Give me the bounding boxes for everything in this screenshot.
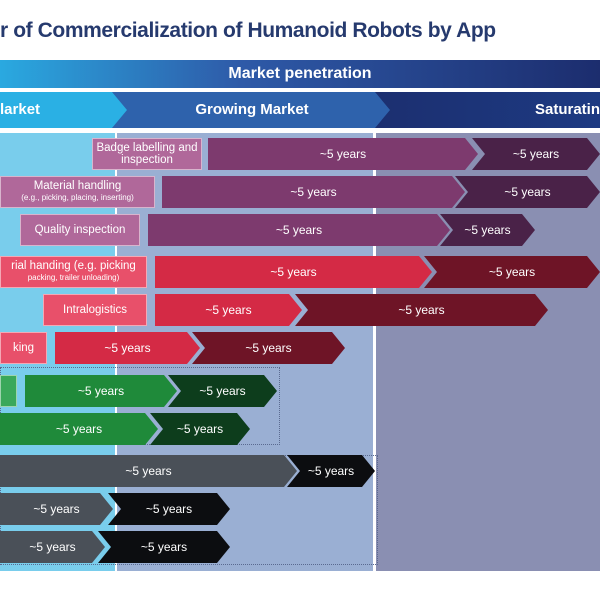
application-name: Intralogistics xyxy=(63,304,127,316)
application-name: Quality inspection xyxy=(34,224,126,236)
application-label: Quality inspection xyxy=(20,214,140,246)
growth-phase-arrow: ~5 years xyxy=(0,413,158,445)
application-name: king xyxy=(12,342,35,354)
application-detail: packing, trailer unloading) xyxy=(27,273,120,282)
application-name: rial handing (e.g. picking xyxy=(11,260,136,272)
saturation-phase-arrow: ~5 years xyxy=(108,493,230,525)
phase-emerging-market: larket xyxy=(0,92,130,128)
saturation-phase-arrow: ~5 years xyxy=(295,294,548,326)
application-label: Material handling(e.g., picking, placing… xyxy=(0,176,155,208)
page-title: r of Commercialization of Humanoid Robot… xyxy=(0,19,496,42)
phase-growing-market: Growing Market xyxy=(112,92,392,128)
growth-phase-arrow: ~5 years xyxy=(208,138,478,170)
saturation-phase-arrow: ~5 years xyxy=(424,256,600,288)
saturation-phase-arrow: ~5 years xyxy=(287,455,375,487)
growth-phase-arrow: ~5 years xyxy=(148,214,450,246)
growth-phase-arrow: ~5 years xyxy=(155,294,302,326)
saturation-phase-arrow: ~5 years xyxy=(455,176,600,208)
growth-phase-arrow: ~5 years xyxy=(0,531,105,563)
growth-phase-arrow: ~5 years xyxy=(25,375,177,407)
application-name: Material handling xyxy=(33,180,122,192)
growth-phase-arrow: ~5 years xyxy=(162,176,465,208)
application-name: Badge labelling and inspection xyxy=(96,142,198,166)
saturation-phase-arrow: ~5 years xyxy=(192,332,345,364)
application-label: king xyxy=(0,332,47,364)
growth-phase-arrow: ~5 years xyxy=(0,455,297,487)
growth-phase-arrow: ~5 years xyxy=(55,332,200,364)
saturation-phase-arrow: ~5 years xyxy=(98,531,230,563)
growth-phase-arrow: ~5 years xyxy=(0,493,113,525)
application-label xyxy=(0,375,17,407)
saturation-phase-arrow: ~5 years xyxy=(472,138,600,170)
saturation-phase-arrow: ~5 years xyxy=(150,413,250,445)
application-detail: (e.g., picking, placing, inserting) xyxy=(21,193,134,202)
application-label: Badge labelling and inspection xyxy=(92,138,202,170)
growth-phase-arrow: ~5 years xyxy=(155,256,432,288)
market-penetration-bar: Market penetration xyxy=(0,60,600,88)
saturation-phase-arrow: ~5 years xyxy=(168,375,277,407)
phase-saturating-market: Saturatin xyxy=(375,92,600,128)
saturation-phase-arrow: ~5 years xyxy=(440,214,535,246)
application-label: Intralogistics xyxy=(43,294,147,326)
